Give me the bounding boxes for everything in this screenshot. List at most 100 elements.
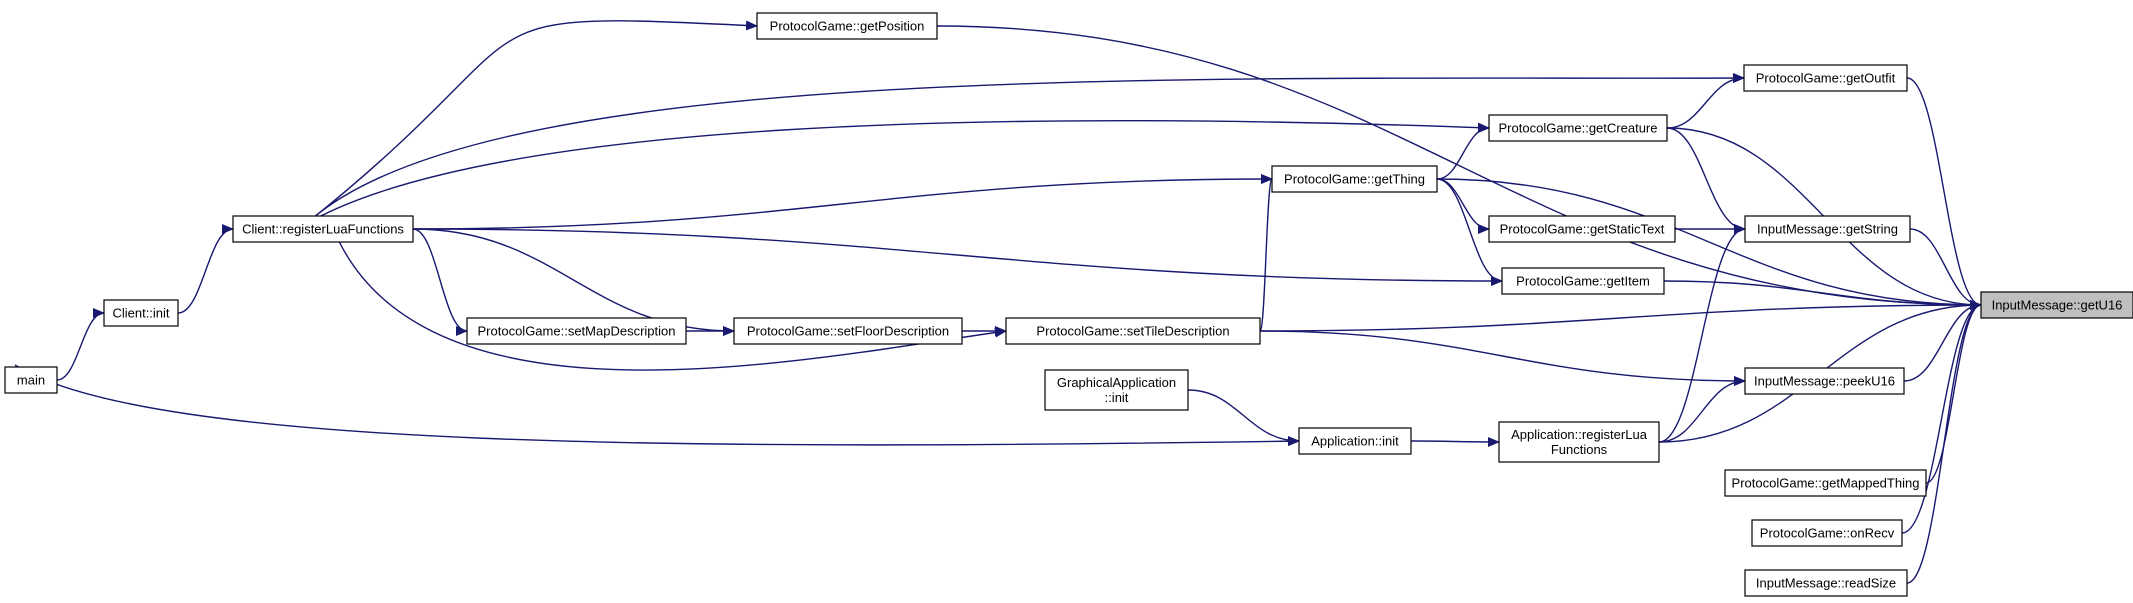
node-box — [1751, 519, 1903, 547]
node-box — [1488, 215, 1676, 243]
edge-get-u16-to-set-tile-desc — [1259, 300, 1982, 332]
edge-path — [312, 73, 1745, 219]
edge-path — [1436, 178, 1982, 310]
edge-path — [1259, 300, 1982, 332]
node-graphical-app-init[interactable]: GraphicalApplication::init — [1044, 369, 1189, 411]
edge-get-u16-to-get-thing — [1436, 178, 1982, 310]
node-get-outfit[interactable]: ProtocolGame::getOutfit — [1743, 64, 1908, 92]
edge-get-string-to-app-register-lua — [1658, 224, 1746, 443]
edge-path — [1906, 300, 1982, 584]
edge-path — [56, 308, 105, 381]
node-get-static-text[interactable]: ProtocolGame::getStaticText — [1488, 215, 1676, 243]
node-label: ProtocolGame::onRecv — [1760, 526, 1895, 541]
edge-path — [1436, 178, 1503, 286]
edge-peek-u16-to-app-register-lua — [1658, 376, 1746, 443]
node-box — [1488, 114, 1668, 142]
edge-get-string-to-get-creature — [1666, 127, 1746, 234]
node-box — [733, 317, 963, 345]
edge-get-item-to-register-lua — [412, 228, 1503, 286]
edge-path — [1901, 300, 1982, 534]
node-label: InputMessage::getString — [1757, 222, 1898, 237]
node-box — [103, 299, 179, 327]
node-label: Client::registerLuaFunctions — [242, 222, 404, 237]
edge-path — [332, 227, 1007, 371]
node-label: GraphicalApplication — [1057, 375, 1176, 390]
node-label: Functions — [1551, 442, 1608, 457]
node-get-position[interactable]: ProtocolGame::getPosition — [756, 12, 938, 40]
node-get-string[interactable]: InputMessage::getString — [1744, 215, 1911, 243]
node-app-init[interactable]: Application::init — [1298, 427, 1412, 455]
node-box — [4, 366, 58, 394]
node-app-register-lua[interactable]: Application::registerLuaFunctions — [1498, 421, 1660, 463]
edge-path — [1666, 73, 1745, 129]
edge-app-init-to-graphical-app-init — [1187, 389, 1300, 446]
edge-path — [412, 228, 1503, 286]
edge-set-floor-desc-to-register-lua — [412, 228, 735, 336]
node-box — [1744, 569, 1908, 597]
node-peek-u16[interactable]: InputMessage::peekU16 — [1744, 367, 1905, 395]
edge-get-item-to-get-thing — [1436, 178, 1503, 286]
edge-get-outfit-to-register-lua — [312, 73, 1745, 219]
node-box — [1298, 427, 1412, 455]
node-box — [1005, 317, 1261, 345]
node-label: InputMessage::getU16 — [1992, 298, 2123, 313]
edge-path — [412, 174, 1273, 230]
node-get-thing[interactable]: ProtocolGame::getThing — [1271, 165, 1438, 193]
node-label: ::init — [1105, 390, 1129, 405]
edge-get-position-to-register-lua — [312, 20, 758, 219]
node-main[interactable]: main — [4, 366, 58, 394]
edge-path — [1259, 174, 1273, 332]
edge-path — [1436, 178, 1490, 234]
edges-layer — [14, 20, 1982, 584]
node-register-lua[interactable]: Client::registerLuaFunctions — [232, 215, 414, 243]
node-box — [1724, 469, 1927, 497]
node-set-floor-desc[interactable]: ProtocolGame::setFloorDescription — [733, 317, 963, 345]
node-label: ProtocolGame::getItem — [1516, 274, 1650, 289]
edge-get-u16-to-get-position — [936, 25, 1982, 310]
edge-register-lua-to-client-init — [177, 224, 234, 314]
nodes-layer: main Client::init Client::registerLuaFunct… — [4, 12, 2133, 597]
edge-path — [312, 20, 758, 219]
edge-get-creature-to-register-lua — [312, 120, 1490, 221]
node-set-tile-desc[interactable]: ProtocolGame::setTileDescription — [1005, 317, 1261, 345]
edge-path — [936, 25, 1982, 310]
node-box — [1501, 267, 1665, 295]
edge-path — [1259, 330, 1746, 386]
edge-get-outfit-to-get-creature — [1666, 73, 1745, 129]
edge-app-register-lua-to-app-init — [1410, 436, 1500, 447]
node-box — [1744, 367, 1905, 395]
edge-path — [1666, 127, 1746, 234]
edge-path — [1906, 77, 1982, 310]
edge-peek-u16-to-set-tile-desc — [1259, 330, 1746, 386]
node-label: Application::init — [1311, 434, 1399, 449]
node-box — [1744, 215, 1911, 243]
node-box — [1980, 291, 2133, 319]
node-client-init[interactable]: Client::init — [103, 299, 179, 327]
node-label: ProtocolGame::getMappedThing — [1732, 476, 1920, 491]
node-label: Client::init — [112, 306, 169, 321]
edge-get-u16-to-read-size — [1906, 300, 1982, 584]
node-box — [1044, 369, 1189, 411]
node-label: Application::registerLua — [1511, 427, 1648, 442]
node-set-map-desc[interactable]: ProtocolGame::setMapDescription — [466, 317, 687, 345]
node-get-creature[interactable]: ProtocolGame::getCreature — [1488, 114, 1668, 142]
node-label: ProtocolGame::getOutfit — [1756, 71, 1896, 86]
node-label: InputMessage::peekU16 — [1754, 374, 1895, 389]
node-get-item[interactable]: ProtocolGame::getItem — [1501, 267, 1665, 295]
node-on-recv[interactable]: ProtocolGame::onRecv — [1751, 519, 1903, 547]
node-box — [1271, 165, 1438, 193]
node-get-mapped-thing[interactable]: ProtocolGame::getMappedThing — [1724, 469, 1927, 497]
edge-get-static-text-to-get-thing — [1436, 178, 1490, 234]
node-label: ProtocolGame::setTileDescription — [1036, 324, 1229, 339]
node-get-u16[interactable]: InputMessage::getU16 — [1980, 291, 2133, 319]
edge-path — [1658, 376, 1746, 443]
edge-path — [412, 228, 735, 336]
node-box — [756, 12, 938, 40]
edge-set-tile-desc-to-register-lua — [332, 227, 1007, 371]
edge-app-init-to-main — [14, 364, 1300, 447]
edge-get-thing-to-register-lua — [412, 174, 1273, 230]
edge-path — [1663, 280, 1982, 310]
node-label: main — [17, 373, 45, 388]
edge-path — [1658, 224, 1746, 443]
node-read-size[interactable]: InputMessage::readSize — [1744, 569, 1908, 597]
